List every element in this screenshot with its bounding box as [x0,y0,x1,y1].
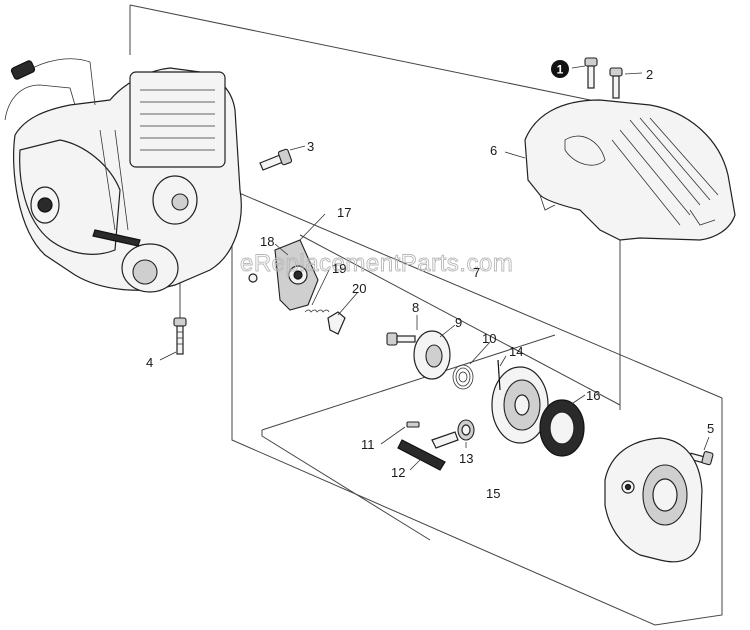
reel-part-9 [413,330,451,380]
callout-1: 1 [551,60,569,78]
callout-3-label: 3 [307,139,314,154]
starter-housing-part-15 [604,437,703,563]
spring-part-19 [304,309,330,313]
cylinder-cover-part-6 [524,99,736,241]
callout-11-label: 11 [361,437,375,452]
screw-part-3 [259,148,293,171]
bushing-part-13 [457,419,475,441]
bolt-part-4 [173,317,187,355]
pawl-part-20 [327,311,346,335]
watermark-text: eReplacementParts.com [240,250,513,277]
explosion-frame-lines [129,4,723,626]
callout-labels: 1 2 3 4 5 6 7 8 9 10 11 12 13 14 15 16 1… [146,60,714,501]
callout-13-label: 13 [459,451,473,466]
callout-9-label: 9 [455,315,462,330]
spring-part-10 [452,364,474,390]
callout-18-label: 18 [260,234,274,249]
screw-part-8 [386,332,416,346]
callout-14-label: 14 [509,344,523,359]
leader-lines [159,65,710,471]
callout-6-label: 6 [490,143,497,158]
callout-16-label: 16 [586,388,600,403]
callout-5-label: 5 [707,421,714,436]
spring-case-part-16 [539,399,585,457]
rope-pulley-part-14 [491,359,549,444]
screw-part-1 [584,57,598,89]
handle-part-12 [397,431,459,471]
callout-4-label: 4 [146,355,153,370]
callout-12-label: 12 [391,465,405,480]
callout-17-label: 17 [337,205,351,220]
callout-20-label: 20 [352,281,366,296]
callout-15-label: 15 [486,486,500,501]
screw-part-2 [609,67,623,99]
callout-1-label: 1 [557,63,564,77]
engine-assembly-drawing [4,58,242,293]
callout-7-label: 7 [473,265,480,280]
callout-19-label: 19 [332,261,346,276]
callout-8-label: 8 [412,300,419,315]
pin-part-11 [406,421,420,428]
callout-10-label: 10 [482,331,496,346]
washer-part-18 [248,273,258,283]
callout-2-label: 2 [646,67,653,82]
